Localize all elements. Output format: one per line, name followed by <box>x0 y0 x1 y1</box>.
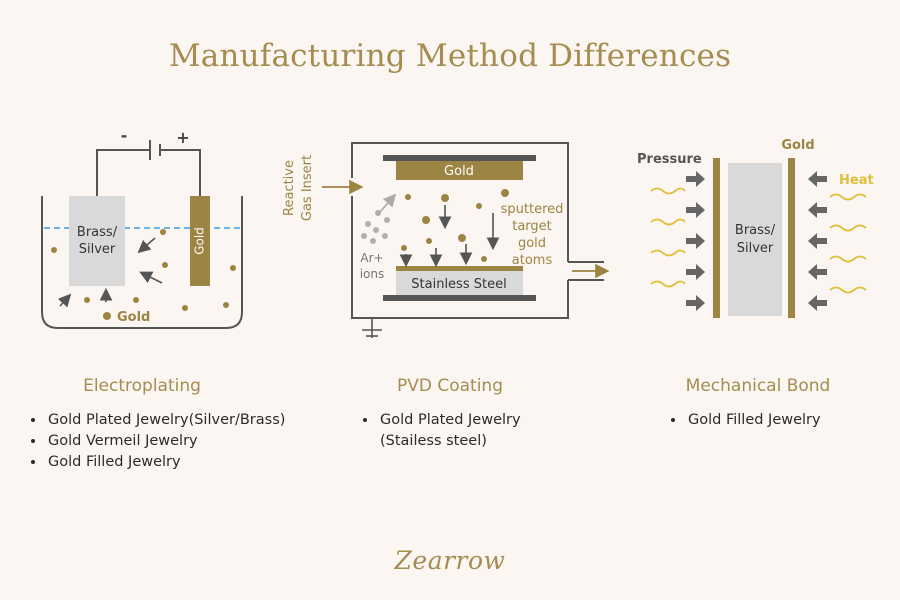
pvd-title: PVD Coating <box>396 376 504 396</box>
pvd-diagram: Reactive Gas Insert Gold Stainless Steel… <box>282 142 610 338</box>
brass-label-2: Silver <box>79 242 116 257</box>
mechanical-list: Gold Filled Jewelry <box>668 410 821 431</box>
pressure-arrows-right <box>808 171 827 311</box>
ar-label-1: Ar+ <box>360 251 383 265</box>
gold-target-label: Gold <box>444 164 474 179</box>
ar-label-2: ions <box>360 267 385 281</box>
list-item: Gold Filled Jewelry <box>46 452 285 473</box>
gold-anode <box>190 196 210 286</box>
ion-arrow <box>57 293 72 308</box>
gold-atoms <box>401 189 509 262</box>
substrate-holder <box>383 295 536 301</box>
tank <box>41 196 243 329</box>
sputter-label-3: gold <box>518 236 546 251</box>
sputter-label-2: target <box>512 219 552 234</box>
electroplating-title: Electroplating <box>83 376 201 396</box>
gold-anode-label: Gold <box>193 227 207 255</box>
gold-layer-left <box>713 158 720 318</box>
brass-silver-cathode <box>69 196 125 286</box>
brass-silver-core <box>728 163 782 316</box>
pressure-arrows-left <box>686 171 705 311</box>
gold-particles-label: Gold <box>117 310 150 325</box>
list-item: Gold Filled Jewelry <box>686 410 821 431</box>
electroplating-list: Gold Plated Jewelry(Silver/Brass) Gold V… <box>28 410 285 473</box>
gold-target <box>396 161 523 180</box>
sputter-label-4: atoms <box>512 253 553 268</box>
circuit-wire <box>96 149 201 196</box>
list-item: Gold Plated Jewelry <box>378 410 521 431</box>
brass-label-1: Brass/ <box>77 225 118 240</box>
heat-label: Heat <box>839 173 874 188</box>
argon-ions <box>361 210 390 244</box>
brand-logo: Zearrow <box>394 546 506 575</box>
gold-layer-right <box>788 158 795 318</box>
core-label-1: Brass/ <box>735 223 776 238</box>
reactive-label-1: Reactive <box>282 160 297 216</box>
pressure-label: Pressure <box>637 152 702 167</box>
page-title: Manufacturing Method Differences <box>168 38 732 74</box>
chamber-wall <box>351 196 569 319</box>
ion-arrow <box>379 193 397 213</box>
list-item-continued: (Stailess steel) <box>380 433 487 449</box>
mechanical-diagram: Pressure Gold Heat Brass/ Silver <box>637 138 874 318</box>
ion-arrow <box>139 271 163 284</box>
gold-label: Gold <box>781 138 814 153</box>
stainless-substrate <box>396 271 523 295</box>
gold-ions <box>51 229 236 320</box>
reactive-label-2: Gas Insert <box>300 155 315 221</box>
mechanical-title: Mechanical Bond <box>685 376 831 396</box>
heat-waves-left <box>650 187 686 288</box>
list-item: Gold Vermeil Jewelry <box>46 431 285 452</box>
gold-film <box>396 266 523 271</box>
plus-sign: + <box>176 128 189 147</box>
electroplating-diagram: - + Brass/ Silver Gold Gold <box>41 126 243 329</box>
ion-arrow <box>137 237 156 254</box>
heat-waves-right <box>829 193 867 294</box>
target-holder <box>383 155 536 161</box>
minus-sign: - <box>121 126 128 145</box>
stainless-label: Stainless Steel <box>411 277 506 292</box>
chamber-wall <box>351 142 569 262</box>
core-label-2: Silver <box>737 241 774 256</box>
sputter-label-1: sputtered <box>501 202 564 217</box>
pvd-list: Gold Plated Jewelry (Stailess steel) <box>360 410 521 452</box>
list-item: Gold Plated Jewelry(Silver/Brass) <box>46 410 285 431</box>
